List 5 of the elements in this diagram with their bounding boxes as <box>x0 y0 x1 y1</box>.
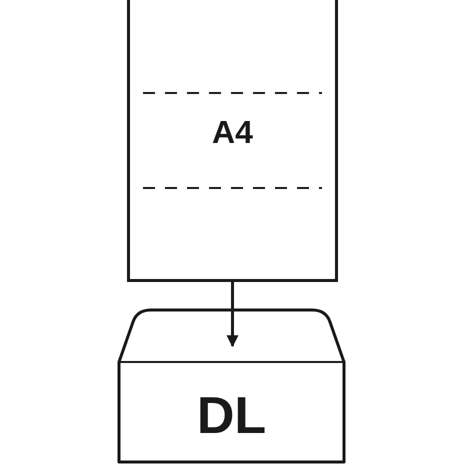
paper-sheet <box>127 0 338 282</box>
envelope <box>117 308 346 464</box>
size-label: A4 <box>211 114 254 151</box>
size-label: DL <box>196 386 268 446</box>
arrow <box>226 282 238 348</box>
